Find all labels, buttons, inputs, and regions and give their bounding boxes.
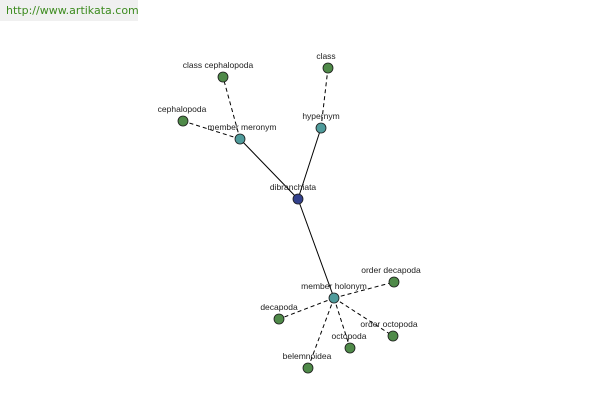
word-node-belemnoidea[interactable]: belemnoidea	[283, 351, 332, 374]
relation-node-circle[interactable]	[328, 292, 340, 304]
word-node-label: class cephalopoda	[183, 60, 254, 70]
edge-member-holonym-belemnoidea	[307, 297, 335, 369]
word-node-label: order decapoda	[361, 265, 421, 275]
edges-layer	[182, 67, 395, 369]
edge-member-holonym-order-decapoda	[333, 281, 395, 299]
word-node-label: class	[316, 51, 335, 61]
word-node-circle[interactable]	[388, 276, 400, 288]
edge-member-holonym-octopoda	[333, 297, 351, 349]
edge-hypernym-class	[320, 67, 329, 129]
nodes-layer: class cephalopoda cephalopoda class order d…	[158, 51, 421, 374]
edge-member-meronym-cephalopoda	[182, 120, 241, 140]
edge-member-holonym-decapoda	[278, 297, 335, 320]
edge-member-holonym-order-octopoda	[333, 297, 394, 337]
root-node-label: dibranchiata	[270, 182, 317, 192]
word-node-order-decapoda[interactable]: order decapoda	[361, 265, 421, 288]
word-node-circle[interactable]	[387, 330, 399, 342]
word-node-circle[interactable]	[302, 362, 314, 374]
edge-root-hypernym	[297, 127, 322, 200]
relation-node-hypernym[interactable]: hypernym	[302, 111, 340, 134]
word-node-label: decapoda	[260, 302, 298, 312]
relation-node-label: member holonym	[301, 281, 367, 291]
word-node-cephalopoda[interactable]: cephalopoda	[158, 104, 207, 127]
word-node-circle[interactable]	[322, 62, 334, 74]
word-node-class-cephalopoda[interactable]: class cephalopoda	[183, 60, 254, 83]
relation-node-label: member meronym	[208, 122, 277, 132]
relation-node-circle[interactable]	[234, 133, 246, 145]
edge-root-member-holonym	[297, 198, 335, 299]
root-node-dibranchiata[interactable]: dibranchiata	[270, 182, 317, 205]
root-node-circle[interactable]	[292, 193, 304, 205]
word-node-label: belemnoidea	[283, 351, 332, 361]
source-url[interactable]: http://www.artikata.com	[0, 0, 139, 21]
word-node-octopoda[interactable]: octopoda	[332, 331, 367, 354]
relation-node-circle[interactable]	[315, 122, 327, 134]
edge-root-member-meronym	[239, 138, 299, 200]
word-node-class[interactable]: class	[316, 51, 336, 74]
word-node-label: cephalopoda	[158, 104, 207, 114]
word-node-circle[interactable]	[177, 115, 189, 127]
relation-node-member-meronym[interactable]: member meronym	[208, 122, 277, 145]
edge-member-meronym-class-cephalopoda	[222, 76, 241, 140]
word-node-label: order octopoda	[360, 319, 417, 329]
word-node-label: octopoda	[332, 331, 367, 341]
relation-node-member-holonym[interactable]: member holonym	[301, 281, 367, 304]
relation-node-label: hypernym	[302, 111, 339, 121]
word-node-order-octopoda[interactable]: order octopoda	[360, 319, 418, 342]
word-node-circle[interactable]	[273, 313, 285, 325]
word-node-circle[interactable]	[344, 342, 356, 354]
word-node-decapoda[interactable]: decapoda	[260, 302, 298, 325]
word-node-circle[interactable]	[217, 71, 229, 83]
